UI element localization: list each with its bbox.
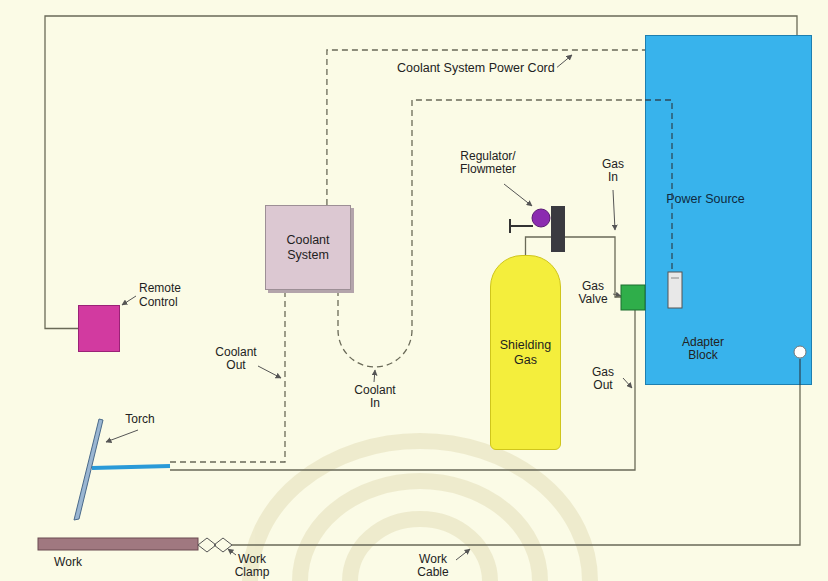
connector	[327, 50, 645, 205]
coolant-out-hose	[170, 290, 285, 462]
remote-control-box: Remote Control	[78, 305, 120, 352]
part-label: Regulator/ Flowmeter	[452, 150, 524, 177]
part-label: Torch	[118, 413, 162, 426]
torch-hose	[92, 466, 170, 468]
regulator	[510, 225, 533, 227]
part-label: Work Cable	[410, 553, 456, 580]
watermark	[250, 441, 590, 581]
part-label: Work	[48, 556, 88, 569]
part-label: Coolant In	[352, 384, 398, 411]
node-label: Coolant System	[270, 233, 346, 262]
work-piece	[38, 538, 198, 550]
part-label: Gas In	[598, 158, 628, 185]
part-label: Gas Out	[584, 366, 622, 393]
connector-label: Coolant System Power Cord	[395, 61, 557, 75]
part-label: Adapter Block	[676, 336, 730, 363]
node-label: Power Source	[666, 192, 745, 206]
node-label: Shielding Gas	[495, 338, 556, 367]
gas-out-hose	[170, 310, 635, 470]
power-source-box: Power Source	[645, 35, 812, 385]
regulator	[509, 219, 511, 233]
leader-lines	[106, 55, 692, 560]
regulator	[551, 206, 565, 252]
node-label: Remote Control	[139, 282, 191, 310]
coolant-system-box: Coolant System	[265, 205, 351, 290]
part-label: Gas Valve	[574, 280, 612, 307]
part-label: Coolant Out	[212, 346, 260, 373]
flowmeter	[532, 209, 550, 227]
gas-cylinder: Shielding Gas	[490, 255, 561, 450]
torch	[74, 419, 103, 520]
part-label: Work Clamp	[230, 553, 274, 580]
gas-valve	[621, 285, 645, 310]
